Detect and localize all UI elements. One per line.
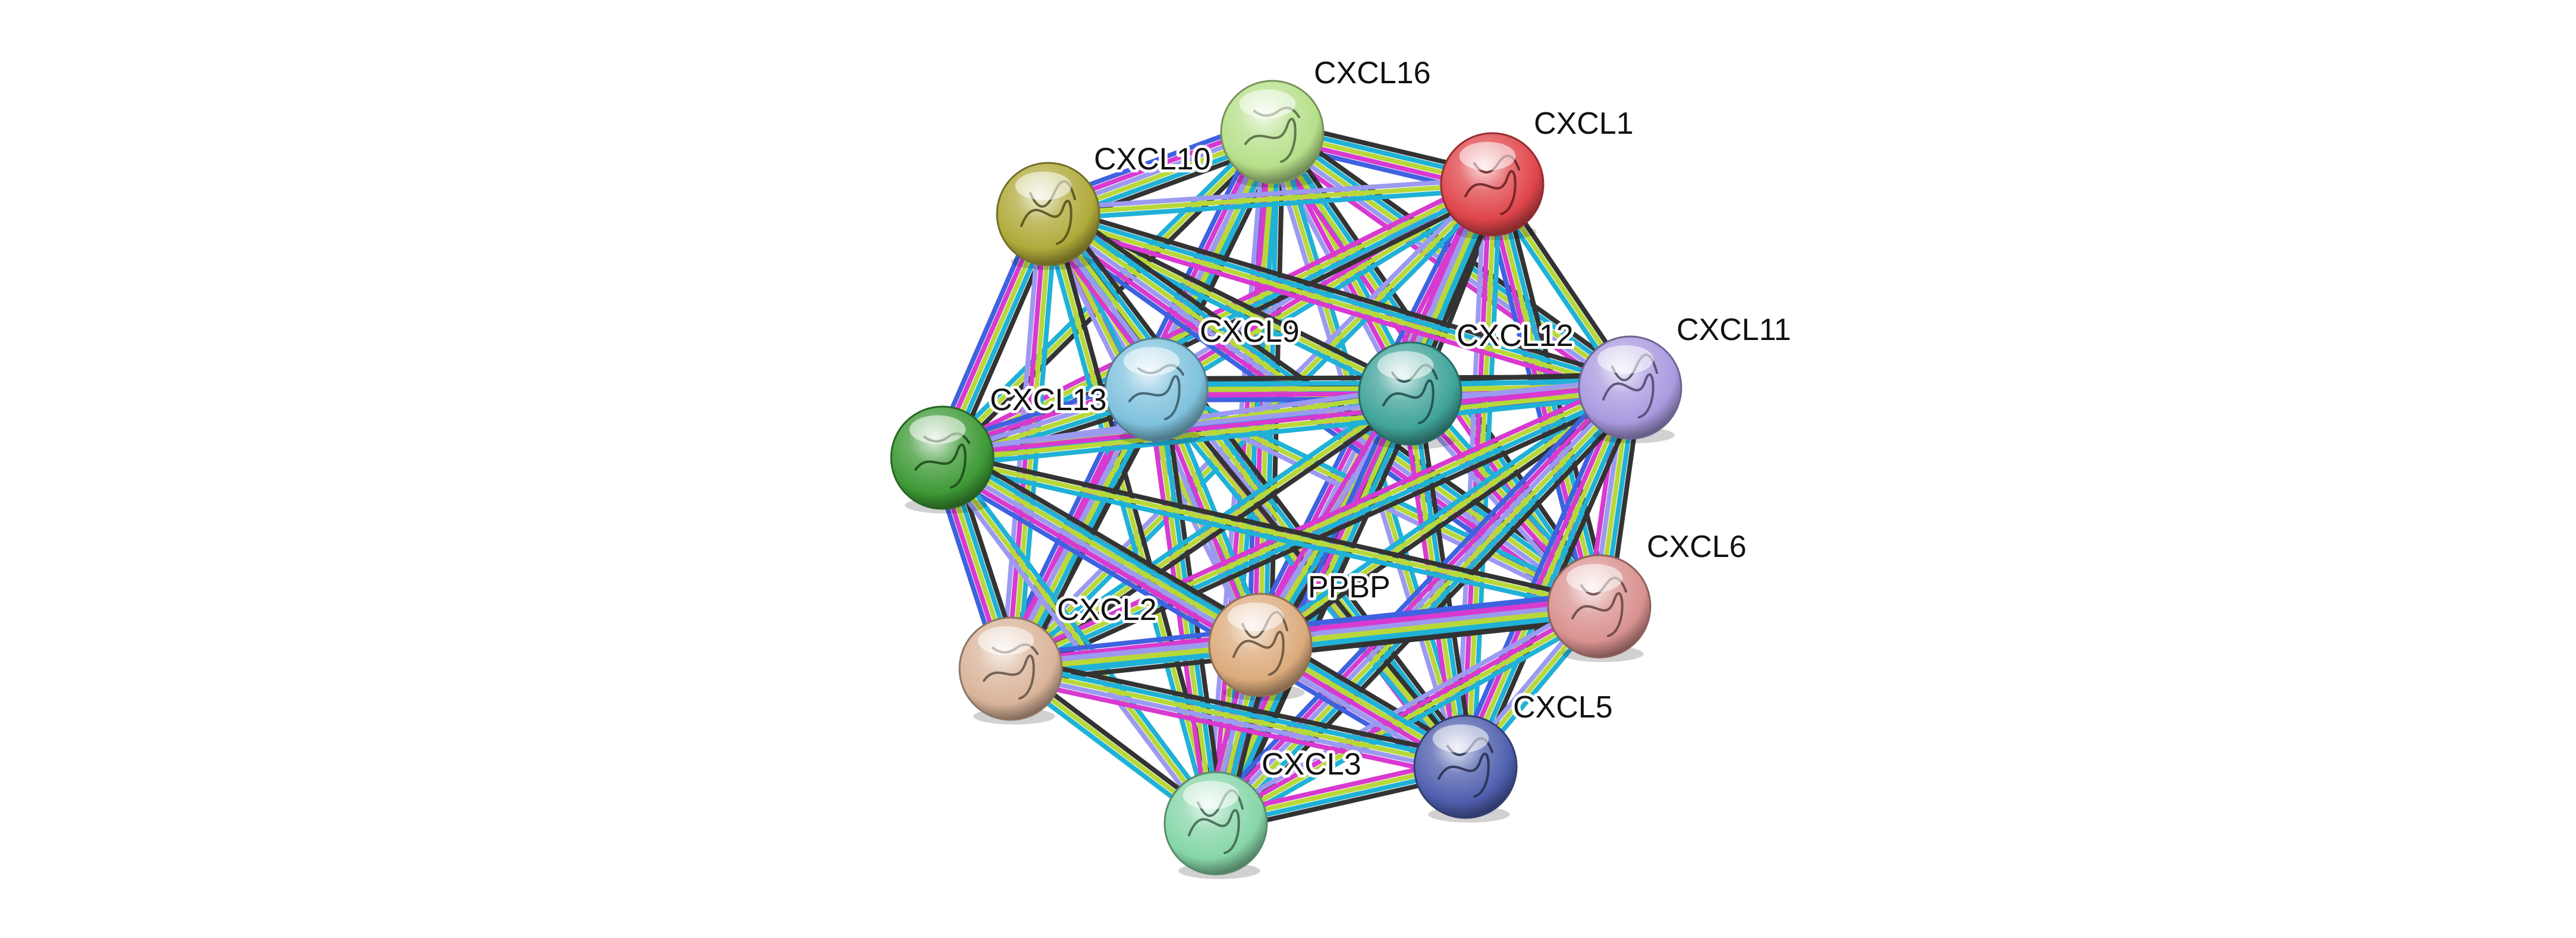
node-cxcl10[interactable]: CXCL10 xyxy=(996,139,1214,270)
edge-cxcl11-cxcl3-magenta[interactable] xyxy=(1207,379,1627,820)
edge-cxcl10-cxcl6-yellow-green[interactable] xyxy=(1047,209,1603,607)
node-label-cxcl9: CXCL9 xyxy=(1200,314,1300,349)
node-cxcl12[interactable]: CXCL12 xyxy=(1358,316,1577,449)
node-cxcl11[interactable]: CXCL11 xyxy=(1578,310,1794,443)
node-label-cxcl11: CXCL11 xyxy=(1677,313,1791,347)
node-label-ppbp: PPBP xyxy=(1308,570,1391,605)
edge-cxcl2-cxcl5-magenta[interactable] xyxy=(1006,676,1466,780)
edge-cxcl6-cxcl3-cyan[interactable] xyxy=(1217,610,1606,833)
node-highlight xyxy=(1015,171,1072,200)
node-highlight xyxy=(1459,141,1516,171)
edge-cxcl11-cxcl2-magenta[interactable] xyxy=(1005,377,1630,664)
node-cxcl2[interactable]: CXCL2 xyxy=(958,590,1160,725)
edge-cxcl10-cxcl11-cyan[interactable] xyxy=(1046,209,1634,388)
node-highlight xyxy=(1432,724,1489,753)
node-cxcl16[interactable]: CXCL16 xyxy=(1220,53,1434,188)
node-label-cxcl12: CXCL12 xyxy=(1457,319,1574,353)
edge-cxcl11-cxcl2-black[interactable] xyxy=(1011,392,1636,679)
edge-cxcl10-cxcl12-cyan[interactable] xyxy=(1043,216,1410,401)
node-label-cxcl5: CXCL5 xyxy=(1513,690,1613,725)
edge-cxcl11-cxcl5-magenta[interactable] xyxy=(1458,383,1628,767)
node-label-cxcl1: CXCL1 xyxy=(1534,106,1634,141)
node-highlight xyxy=(977,626,1034,655)
node-cxcl5[interactable]: CXCL5 xyxy=(1413,687,1616,823)
node-highlight xyxy=(1239,89,1296,118)
edge-cxcl11-cxcl3-lavender[interactable] xyxy=(1211,383,1631,824)
edge-cxcl10-cxcl3-cyan[interactable] xyxy=(1040,213,1213,827)
edge-cxcl12-cxcl2-yellow-green[interactable] xyxy=(1008,391,1413,671)
node-ppbp[interactable]: PPBP xyxy=(1208,567,1394,701)
edge-cxcl13-cxcl3-cyan[interactable] xyxy=(944,452,1223,823)
node-highlight xyxy=(1597,345,1654,374)
edge-cxcl11-cxcl13-cyan[interactable] xyxy=(941,393,1634,468)
edge-cxcl1-cxcl10-cyan[interactable] xyxy=(1046,187,1495,222)
edge-cxcl1-cxcl10-lavender[interactable] xyxy=(1045,177,1495,211)
node-cxcl1[interactable]: CXCL1 xyxy=(1440,103,1637,240)
node-label-cxcl3: CXCL3 xyxy=(1262,747,1361,782)
node-cxcl13[interactable]: CXCL13 xyxy=(890,380,1110,514)
edge-cxcl13-cxcl6-cyan[interactable] xyxy=(939,460,1600,614)
node-label-cxcl2: CXCL2 xyxy=(1057,593,1157,627)
node-highlight xyxy=(909,415,966,444)
node-label-cxcl16: CXCL16 xyxy=(1314,56,1431,90)
edge-cxcl2-cxcl5-lavender[interactable] xyxy=(1007,671,1467,775)
node-cxcl3[interactable]: CXCL3 xyxy=(1163,744,1364,879)
edge-cxcl2-cxcl5-yellow-green[interactable] xyxy=(1008,666,1468,769)
node-highlight xyxy=(1377,351,1434,380)
edge-cxcl2-cxcl5-cyan[interactable] xyxy=(1009,661,1469,764)
edge-cxcl11-cxcl13-lavender[interactable] xyxy=(939,377,1632,452)
node-cxcl6[interactable]: CXCL6 xyxy=(1547,527,1750,662)
edge-cxcl1-cxcl10-yellow-green[interactable] xyxy=(1046,182,1495,216)
edge-cxcl13-cxcl6-yellow-green[interactable] xyxy=(940,455,1602,609)
node-label-cxcl13: CXCL13 xyxy=(990,383,1107,417)
edge-cxcl6-cxcl3-lavender[interactable] xyxy=(1209,597,1598,819)
edge-cxcl10-cxcl3-yellow-green[interactable] xyxy=(1046,212,1218,826)
node-cxcl9[interactable]: CXCL9 xyxy=(1104,311,1303,445)
edge-cxcl11-cxcl3-blue[interactable] xyxy=(1203,376,1623,817)
edge-cxcl11-cxcl13-magenta[interactable] xyxy=(939,382,1633,458)
edge-cxcl13-cxcl3-lavender[interactable] xyxy=(935,458,1214,829)
edge-cxcl11-cxcl2-yellow-green[interactable] xyxy=(1007,382,1632,669)
node-highlight xyxy=(1182,780,1240,810)
edge-cxcl6-cxcl3-magenta[interactable] xyxy=(1212,602,1600,824)
edge-cxcl11-cxcl5-cyan[interactable] xyxy=(1468,387,1638,772)
edge-cxcl11-cxcl13-yellow-green[interactable] xyxy=(940,388,1633,463)
edge-cxcl13-cxcl5-black[interactable] xyxy=(946,443,1475,758)
edge-cxcl10-cxcl11-yellow-green[interactable] xyxy=(1045,214,1632,393)
edge-cxcl11-cxcl3-yellow-green[interactable] xyxy=(1215,387,1635,828)
node-highlight xyxy=(1123,347,1180,376)
edge-cxcl10-cxcl11-magenta[interactable] xyxy=(1043,219,1631,398)
edge-cxcl12-cxcl3-black[interactable] xyxy=(1223,395,1423,830)
edge-cxcl2-cxcl5-black[interactable] xyxy=(1010,656,1470,759)
node-highlight xyxy=(1227,602,1284,631)
node-highlight xyxy=(1566,564,1623,593)
edge-cxcl13-cxcl6-black[interactable] xyxy=(941,450,1603,604)
edge-cxcl12-cxcl2-cyan[interactable] xyxy=(1005,386,1410,667)
edge-cxcl13-cxcl3-yellow-green[interactable] xyxy=(940,455,1218,826)
edge-cxcl10-cxcl12-yellow-green[interactable] xyxy=(1046,212,1413,396)
node-label-cxcl10: CXCL10 xyxy=(1094,142,1211,177)
edge-cxcl10-cxcl11-black[interactable] xyxy=(1048,204,1635,383)
node-label-cxcl6: CXCL6 xyxy=(1647,530,1747,564)
edge-cxcl11-cxcl2-cyan[interactable] xyxy=(1009,388,1634,674)
edge-cxcl11-cxcl5-yellow-green[interactable] xyxy=(1463,385,1633,769)
edge-cxcl6-cxcl3-yellow-green[interactable] xyxy=(1215,606,1603,828)
